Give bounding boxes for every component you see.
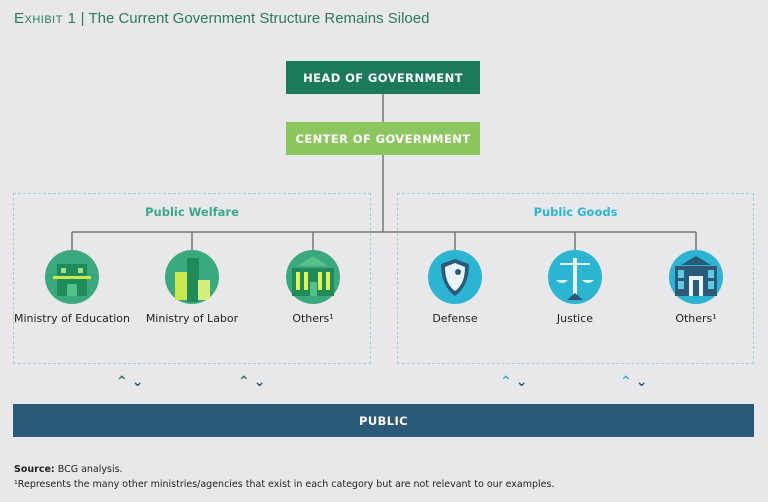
government-building-icon <box>286 250 340 304</box>
node-ministry-labor: Ministry of Labor <box>132 250 252 325</box>
node-defense: Defense <box>395 250 515 325</box>
up-arrow-icon: ⌃ <box>238 374 250 390</box>
node-justice: Justice <box>515 250 635 325</box>
node-others-goods: Others¹ <box>636 250 756 325</box>
down-arrow-icon: ⌄ <box>635 374 648 390</box>
public-goods-group: Public Goods <box>397 193 754 364</box>
scales-icon <box>548 250 602 304</box>
up-arrow-icon: ⌃ <box>620 374 632 390</box>
node-others-welfare: Others¹ <box>253 250 373 325</box>
flow-arrows: ⌃⌄ <box>500 374 527 390</box>
exhibit-title: Exhibit 1 | The Current Government Struc… <box>14 10 430 27</box>
up-arrow-icon: ⌃ <box>500 374 512 390</box>
public-welfare-group: Public Welfare <box>13 193 371 364</box>
head-of-government-box: HEAD OF GOVERNMENT <box>286 61 480 94</box>
down-arrow-icon: ⌄ <box>131 374 144 390</box>
center-of-government-box: CENTER OF GOVERNMENT <box>286 122 480 155</box>
flow-arrows: ⌃⌄ <box>620 374 647 390</box>
flow-arrows: ⌃⌄ <box>116 374 143 390</box>
office-buildings-icon <box>165 250 219 304</box>
courthouse-icon <box>669 250 723 304</box>
shield-icon <box>428 250 482 304</box>
footnote: ¹Represents the many other ministries/ag… <box>14 479 555 490</box>
down-arrow-icon: ⌄ <box>515 374 528 390</box>
public-bar: PUBLIC <box>13 404 754 437</box>
up-arrow-icon: ⌃ <box>116 374 128 390</box>
flow-arrows: ⌃⌄ <box>238 374 265 390</box>
node-ministry-education: Ministry of Education <box>12 250 132 325</box>
school-icon <box>45 250 99 304</box>
source-note: Source: BCG analysis. <box>14 464 123 475</box>
down-arrow-icon: ⌄ <box>253 374 266 390</box>
